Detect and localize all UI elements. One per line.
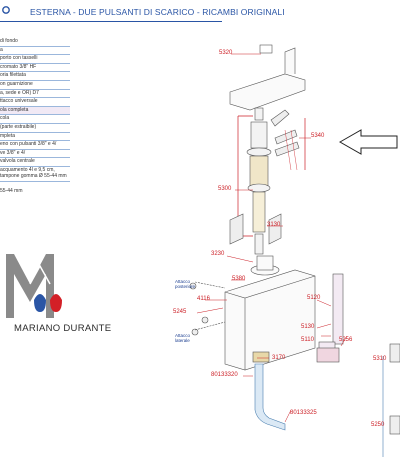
parts-list: di fondo a porto con tasselli cromato 3/… bbox=[0, 38, 70, 196]
callout-line: posteriore bbox=[175, 284, 196, 289]
part-label-5130: 5130 bbox=[301, 324, 315, 330]
brand-name: MARIANO DURANTE bbox=[14, 323, 112, 334]
downpipe-drawing bbox=[252, 351, 286, 431]
parts-row-highlighted: ola completa bbox=[0, 106, 70, 116]
callout-line: laterale bbox=[175, 338, 190, 343]
diagram-drawing bbox=[189, 44, 400, 457]
callout-side-attachment: Attacco laterale bbox=[175, 333, 190, 343]
fill-valve-drawing bbox=[316, 273, 344, 363]
parts-row: porto con tasselli bbox=[0, 55, 70, 64]
leader-lines bbox=[196, 53, 348, 423]
parts-row: di fondo bbox=[0, 38, 70, 47]
parts-row: oria filettata bbox=[0, 72, 70, 81]
callout-rear-attachment: Attacco posteriore bbox=[175, 279, 195, 289]
cistern-tank-drawing bbox=[224, 255, 316, 371]
parts-row: cromato 3/8" HF bbox=[0, 64, 70, 73]
mariano-durante-logo-icon bbox=[6, 254, 62, 318]
parts-row: on guarnizione bbox=[0, 81, 70, 90]
part-label-5340: 5340 bbox=[311, 133, 325, 139]
left-fittings-drawing bbox=[189, 281, 226, 336]
brand-mark-icon bbox=[2, 6, 10, 14]
part-label-3170: 3170 bbox=[272, 355, 286, 361]
callout-line: Attacco bbox=[175, 333, 191, 338]
part-label-5320: 5320 bbox=[219, 50, 233, 56]
parts-row: 55-44 mm bbox=[0, 187, 23, 194]
parts-row: mpleta bbox=[0, 133, 70, 142]
part-label-3230: 3230 bbox=[211, 251, 225, 257]
callout-line: Attacco bbox=[175, 279, 191, 284]
parts-row: cola bbox=[0, 115, 70, 124]
parts-row: acquamento 4l e 9,5 cm, tampone gomma Ø … bbox=[0, 167, 70, 182]
part-label-5256: 5256 bbox=[339, 337, 353, 343]
brand-logo: MARIANO DURANTE bbox=[0, 250, 132, 340]
part-label-5120: 5120 bbox=[307, 295, 321, 301]
part-label-5110: 5110 bbox=[301, 337, 314, 343]
parts-row: ve 3/8" e 4/ bbox=[0, 150, 70, 159]
part-label-3130: 3130 bbox=[267, 222, 281, 228]
parts-row: a, sede e OR) D7 bbox=[0, 90, 70, 99]
right-partial-drawing bbox=[382, 343, 400, 457]
parts-row: valvola centrale bbox=[0, 158, 70, 167]
part-label-80133320: 80133320 bbox=[211, 372, 238, 378]
part-label-5245: 5245 bbox=[173, 309, 187, 315]
part-label-5250: 5250 bbox=[371, 422, 385, 428]
side-rods-drawing bbox=[270, 109, 300, 171]
parts-row: ttacco universale bbox=[0, 98, 70, 107]
part-label-5310: 5310 bbox=[373, 356, 387, 362]
cover-5320-drawing bbox=[229, 44, 306, 111]
valve-assembly-drawing bbox=[246, 107, 272, 255]
clips-drawing bbox=[229, 213, 282, 245]
part-label-5380: 5380 bbox=[232, 276, 246, 282]
part-label-80133325: 80133325 bbox=[290, 410, 317, 416]
page-header: ESTERNA - DUE PULSANTI DI SCARICO - RICA… bbox=[0, 0, 400, 22]
exploded-parts-diagram: 5320 5340 5300 3130 3230 5380 4116 5245 … bbox=[135, 30, 400, 457]
parts-row: eno con pulsanti 3/8" e 4/ bbox=[0, 141, 70, 150]
part-label-5300: 5300 bbox=[218, 186, 232, 192]
page-title: ESTERNA - DUE PULSANTI DI SCARICO - RICA… bbox=[30, 7, 285, 17]
part-label-4116: 4116 bbox=[197, 296, 210, 302]
parts-row: (parte estraibile) bbox=[0, 124, 70, 133]
header-rule bbox=[0, 21, 222, 22]
parts-row: a bbox=[0, 47, 70, 56]
direction-arrow-icon bbox=[338, 129, 398, 155]
